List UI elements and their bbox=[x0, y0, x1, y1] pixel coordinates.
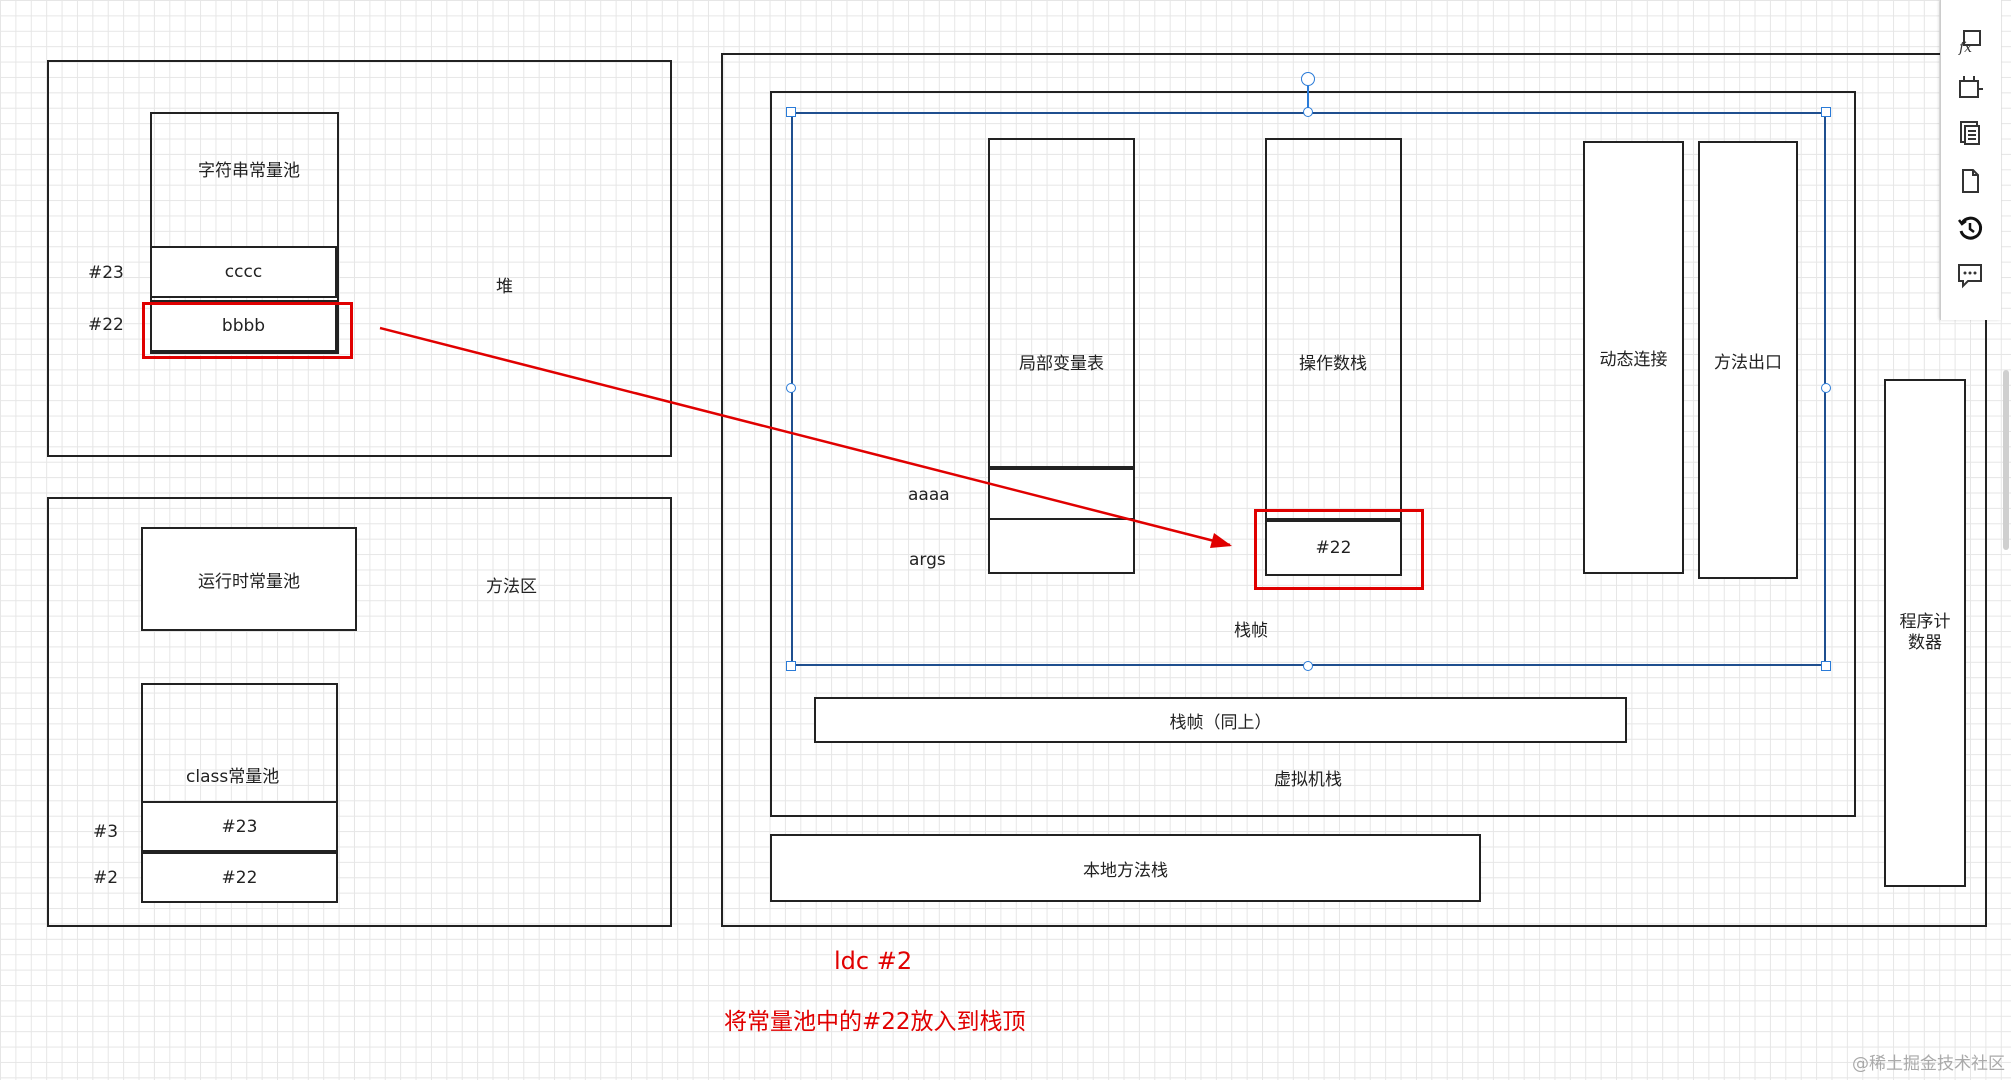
class-pool-addr-3: #3 bbox=[93, 822, 119, 842]
resize-handle-bottom-mid[interactable] bbox=[1303, 661, 1313, 671]
history-icon[interactable] bbox=[1953, 212, 1987, 246]
operand-stack[interactable] bbox=[1265, 138, 1402, 520]
string-pool-box[interactable] bbox=[150, 112, 339, 354]
pc-register[interactable]: 程序计数器 bbox=[1884, 379, 1966, 887]
rotate-handle[interactable] bbox=[1301, 72, 1315, 86]
rotate-handle-connector bbox=[1307, 86, 1309, 108]
jvm-stack-box[interactable] bbox=[770, 91, 1856, 817]
string-pool-title: 字符串常量池 bbox=[198, 161, 300, 181]
vertical-scrollbar[interactable] bbox=[2003, 370, 2009, 550]
stack-frame-label: 栈帧 bbox=[1234, 621, 1268, 641]
string-pool-row-23[interactable]: cccc bbox=[150, 246, 337, 298]
right-toolbar: fx bbox=[1940, 0, 2001, 320]
pages-icon[interactable] bbox=[1953, 116, 1987, 150]
jvm-stack-label: 虚拟机栈 bbox=[1274, 770, 1342, 790]
pc-register-label: 程序计数器 bbox=[1899, 612, 1951, 653]
local-label-args: args bbox=[909, 550, 946, 570]
resize-handle-top-right[interactable] bbox=[1821, 107, 1831, 117]
highlight-operand-top bbox=[1254, 509, 1424, 590]
method-area-region[interactable] bbox=[47, 497, 672, 927]
comment-icon[interactable] bbox=[1953, 258, 1987, 292]
resize-handle-bottom-right[interactable] bbox=[1821, 661, 1831, 671]
watermark: @稀土掘金技术社区 bbox=[1852, 1054, 2005, 1074]
string-pool-row-22[interactable]: bbbb bbox=[150, 300, 337, 352]
resize-handle-top-left[interactable] bbox=[786, 107, 796, 117]
thread-region[interactable] bbox=[721, 53, 1987, 927]
resize-handle-bottom-left[interactable] bbox=[786, 661, 796, 671]
class-pool-row-2[interactable]: #22 bbox=[141, 852, 338, 903]
operand-stack-top[interactable]: #22 bbox=[1265, 520, 1402, 576]
page-icon[interactable] bbox=[1953, 164, 1987, 198]
arrow-head bbox=[1210, 533, 1232, 548]
svg-text:fx: fx bbox=[1958, 40, 1972, 55]
local-variable-table-title: 局部变量表 bbox=[1019, 354, 1104, 374]
local-slot-args[interactable] bbox=[988, 518, 1135, 574]
method-exit-box[interactable]: 方法出口 bbox=[1698, 141, 1798, 579]
class-pool-row-3[interactable]: #23 bbox=[141, 801, 338, 852]
dynamic-link-box[interactable]: 动态连接 bbox=[1583, 141, 1684, 574]
stack-frame-same[interactable]: 栈帧（同上） bbox=[814, 697, 1627, 743]
method-area-label: 方法区 bbox=[486, 577, 537, 597]
operand-stack-title: 操作数栈 bbox=[1299, 354, 1367, 374]
resize-handle-mid-left[interactable] bbox=[786, 383, 796, 393]
string-pool-addr-23: #23 bbox=[88, 263, 124, 283]
crop-icon[interactable] bbox=[1953, 70, 1987, 104]
string-pool-addr-22: #22 bbox=[88, 315, 124, 335]
heap-region[interactable] bbox=[47, 60, 672, 457]
heap-label: 堆 bbox=[496, 277, 513, 297]
local-label-aaaa: aaaa bbox=[908, 485, 950, 505]
runtime-constant-pool[interactable]: 运行时常量池 bbox=[141, 527, 357, 631]
resize-handle-mid-right[interactable] bbox=[1821, 383, 1831, 393]
class-pool-addr-2: #2 bbox=[93, 868, 119, 888]
arrow-line bbox=[379, 326, 1231, 547]
formula-icon[interactable]: fx bbox=[1953, 24, 1987, 58]
local-variable-table[interactable] bbox=[988, 138, 1135, 468]
class-pool-title: class常量池 bbox=[186, 767, 280, 787]
instruction-text: ldc #2 bbox=[834, 947, 913, 975]
native-method-stack[interactable]: 本地方法栈 bbox=[770, 834, 1481, 902]
instruction-description: 将常量池中的#22放入到栈顶 bbox=[724, 1009, 1026, 1035]
highlight-bbbb bbox=[142, 302, 353, 359]
